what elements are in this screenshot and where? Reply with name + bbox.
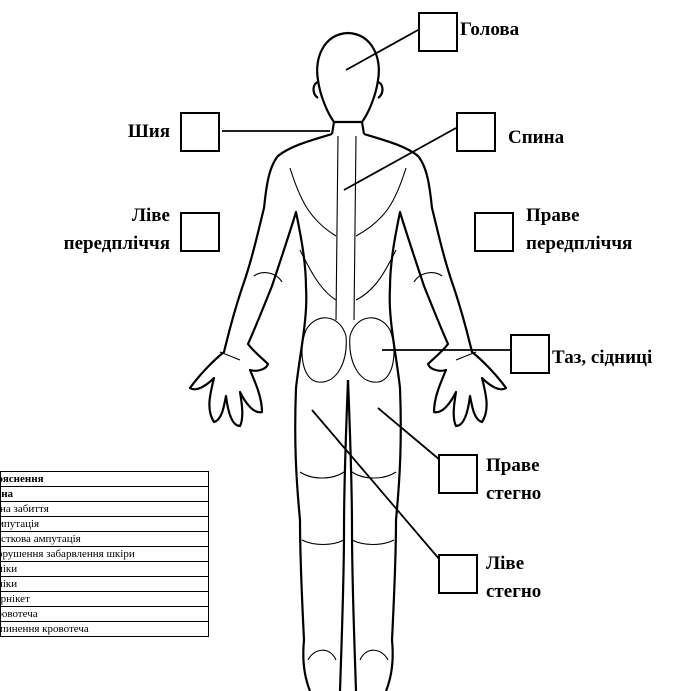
legend-row: Опіки [1, 577, 209, 592]
left-forearm-label-line2: передпліччя [30, 232, 170, 256]
right-forearm-label-line1: Праве [526, 204, 580, 228]
legend-row: Кровотеча [1, 607, 209, 622]
legend-row: Пояснення [1, 472, 209, 487]
back-checkbox[interactable] [456, 112, 496, 152]
left-thigh-label-line1: Ліве [486, 552, 524, 576]
legend-row: Рана [1, 487, 209, 502]
back-label: Спина [508, 126, 564, 150]
left-thigh-checkbox[interactable] [438, 554, 478, 594]
head-label: Голова [460, 18, 519, 42]
right-forearm-checkbox[interactable] [474, 212, 514, 252]
right-forearm-label-line2: передпліччя [526, 232, 632, 256]
legend-cell: Ампутація [1, 517, 209, 532]
legend-cell: Рана [1, 487, 209, 502]
legend-row: Ампутація [1, 517, 209, 532]
neck-label: Шия [98, 120, 170, 144]
pelvis-label: Таз, сідниці [552, 346, 652, 370]
right-thigh-label-line1: Праве [486, 454, 540, 478]
legend-cell: Опіки [1, 577, 209, 592]
legend-table: ПоясненняРанаРана забиттяАмпутаціяЧастко… [0, 471, 209, 637]
head-checkbox[interactable] [418, 12, 458, 52]
legend-cell: Турнікет [1, 592, 209, 607]
pelvis-checkbox[interactable] [510, 334, 550, 374]
legend-body: ПоясненняРанаРана забиттяАмпутаціяЧастко… [1, 472, 209, 637]
legend-cell: Пояснення [1, 472, 209, 487]
right-thigh-checkbox[interactable] [438, 454, 478, 494]
legend-row: Порушення забарвлення шкіри [1, 547, 209, 562]
legend-cell: Зупинення кровотеча [1, 622, 209, 637]
legend-row: Турнікет [1, 592, 209, 607]
left-thigh-label-line2: стегно [486, 580, 541, 604]
legend-row: Часткова ампутація [1, 532, 209, 547]
legend-cell: Порушення забарвлення шкіри [1, 547, 209, 562]
legend-row: Рана забиття [1, 502, 209, 517]
left-forearm-label-line1: Ліве [50, 204, 170, 228]
legend-row: Зупинення кровотеча [1, 622, 209, 637]
legend-cell: Кровотеча [1, 607, 209, 622]
neck-checkbox[interactable] [180, 112, 220, 152]
legend-cell: Часткова ампутація [1, 532, 209, 547]
legend-cell: Рана забиття [1, 502, 209, 517]
legend-row: Опіки [1, 562, 209, 577]
right-thigh-label-line2: стегно [486, 482, 541, 506]
left-forearm-checkbox[interactable] [180, 212, 220, 252]
legend-cell: Опіки [1, 562, 209, 577]
